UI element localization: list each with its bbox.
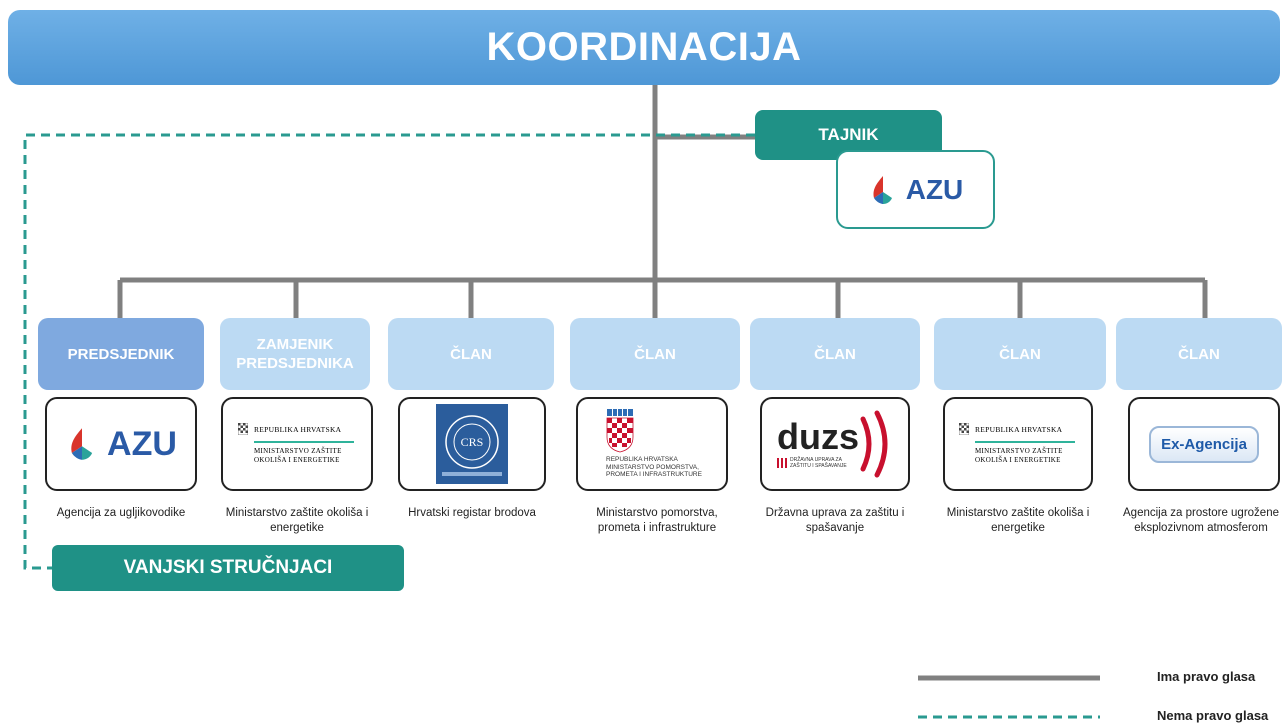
ministry-logo-line1: REPUBLIKA HRVATSKA: [254, 424, 342, 434]
logo-box-duzs: duzs DRŽAVNA UPRAVA ZA ZAŠTITU I SPAŠAVA…: [760, 397, 910, 491]
logo-box-crs: CRS: [398, 397, 546, 491]
azu-flame-icon: [873, 175, 892, 204]
caption-ex-agencija: Agencija za prostore ugrožene eksplozivn…: [1123, 507, 1279, 534]
logo-box-ex-agencija: Ex-Agencija: [1128, 397, 1280, 491]
role-clan-1: ČLAN: [388, 318, 554, 390]
croatia-coat-of-arms-icon: [606, 409, 634, 453]
crs-seal-logo: [436, 404, 508, 484]
duzs-logo-text: duzs: [776, 416, 859, 457]
advisory-dashed-line: [23, 133, 755, 570]
duzs-signal-arcs-icon: [860, 410, 888, 478]
tajnik-label: TAJNIK: [818, 125, 879, 144]
ministry3-logo-line2: MINISTARSTVO ZAŠTITE OKOLIŠA I ENERGETIK…: [975, 447, 1063, 464]
role-clan-3: ČLAN: [750, 318, 920, 390]
role-clan-2: ČLAN: [570, 318, 740, 390]
role-zamjenik: ZAMJENIK PREDSJEDNIKA: [220, 318, 370, 390]
duzs-logo-sub: DRŽAVNA UPRAVA ZA ZAŠTITU I SPAŠAVANJE: [789, 457, 847, 469]
ex-agencija-logo: Ex-Agencija: [1149, 425, 1259, 463]
azu-logo-text: AZU: [107, 424, 177, 463]
croatia-checkerboard-icon: [238, 423, 248, 435]
caption-ministry-2: Ministarstvo pomorstva, prometa i infras…: [596, 507, 718, 534]
logo-box-ministry-3: REPUBLIKA HRVATSKA MINISTARSTVO ZAŠTITE …: [943, 397, 1093, 491]
crs-logo-text: CRS: [460, 435, 484, 449]
koordinacija-header: KOORDINACIJA: [8, 10, 1280, 85]
azu-flame-icon: [71, 428, 93, 460]
ministry2-logo-line2: MINISTARSTVO POMORSTVA, PROMETA I INFRAS…: [606, 463, 702, 479]
caption-crs: Hrvatski registar brodova: [408, 507, 536, 519]
caption-duzs: Državna uprava za zaštitu i spašavanje: [765, 507, 905, 534]
logo-box-azu: AZU: [45, 397, 197, 491]
role-predsjednik: PREDSJEDNIK: [38, 318, 204, 390]
vanjski-label: VANJSKI STRUČNJACI: [123, 557, 333, 578]
ministry2-logo-line1: REPUBLIKA HRVATSKA: [606, 456, 678, 464]
role-clan-4: ČLAN: [934, 318, 1106, 390]
tajnik-azu-logo-box: AZU: [836, 150, 995, 229]
legend-solid-label: Ima pravo glasa: [1157, 669, 1256, 684]
caption-ministry-1: Ministarstvo zaštite okoliša i energetik…: [225, 507, 369, 534]
logo-box-ministry-2: REPUBLIKA HRVATSKA MINISTARSTVO POMORSTV…: [576, 397, 728, 491]
ministry3-logo-line1: REPUBLIKA HRVATSKA: [975, 424, 1063, 434]
caption-azu: Agencija za ugljikovodike: [56, 507, 186, 519]
logo-box-ministry-1: REPUBLIKA HRVATSKA MINISTARSTVO ZAŠTITE …: [221, 397, 373, 491]
ministry-logo-line2: MINISTARSTVO ZAŠTITE OKOLIŠA I ENERGETIK…: [254, 447, 342, 464]
croatia-checkerboard-icon: [959, 423, 969, 435]
header-title: KOORDINACIJA: [486, 25, 802, 69]
caption-ministry-3: Ministarstvo zaštite okoliša i energetik…: [946, 507, 1090, 534]
role-clan-5: ČLAN: [1116, 318, 1282, 390]
vanjski-strucnjaci-box: VANJSKI STRUČNJACI: [52, 545, 404, 591]
legend-dashed-label: Nema pravo glasa: [1157, 708, 1269, 723]
tajnik-logo-text: AZU: [905, 173, 964, 205]
